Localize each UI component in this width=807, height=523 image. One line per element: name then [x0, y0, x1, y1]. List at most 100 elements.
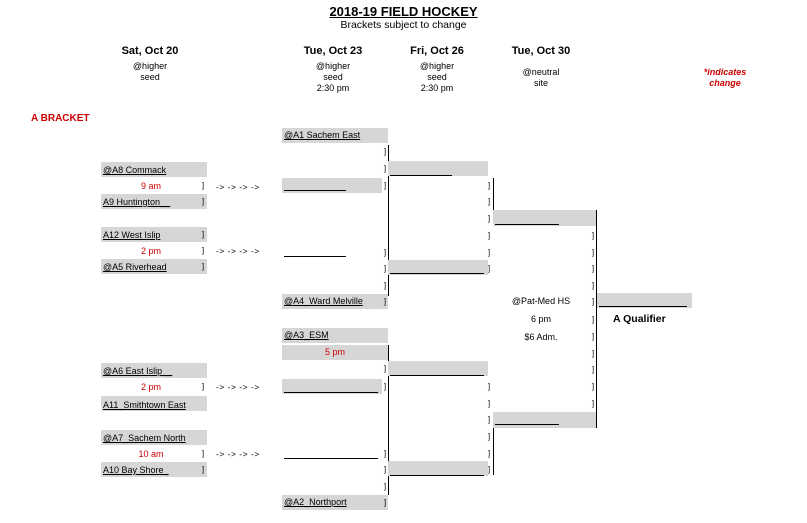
- r2-mark-2: ]: [383, 164, 387, 173]
- bye-a3-cell: [282, 328, 388, 343]
- page-title: 2018-19 FIELD HOCKEY: [329, 4, 478, 19]
- spacer: [282, 145, 382, 160]
- bye-a3-time: 5 pm: [324, 347, 345, 357]
- bye-a4-cell: [282, 294, 388, 309]
- match4-top-cell: [101, 430, 207, 445]
- r3-mark-2: ]: [487, 197, 491, 206]
- round2-note-1: @higher: [315, 61, 351, 71]
- r2-mark-3: ]: [383, 181, 387, 190]
- r2-mark-13: ]: [383, 498, 387, 507]
- bye-a2-team: @A2_Northport: [284, 497, 347, 507]
- bye-a1-cell: [282, 128, 388, 143]
- r3-mark-8: ]: [487, 399, 491, 408]
- bye-a3-time-cell: [282, 345, 388, 360]
- qualifier-slot: [597, 293, 692, 308]
- match3-top-cell: [101, 363, 207, 378]
- final-mark-1: ]: [591, 231, 595, 240]
- bye-a4-team: @A4_Ward Melville: [284, 296, 363, 306]
- match2-bottom-cell: [101, 259, 207, 274]
- match3-winner-cell: [282, 379, 382, 394]
- r3-slot-1: [388, 161, 488, 176]
- match3-bottom-cell: [101, 396, 207, 411]
- r2-mark-12: ]: [383, 482, 387, 491]
- date-header-round2: Tue, Oct 23: [303, 45, 363, 57]
- match1-arrow: -> -> -> ->: [216, 182, 260, 192]
- match2-bracket-mark-2: ]: [201, 246, 205, 255]
- r3-slot-4: [388, 461, 488, 476]
- match3-time: 2 pm: [140, 382, 161, 392]
- round2-note-3: 2:30 pm: [316, 83, 350, 93]
- round2-note-2: seed: [323, 72, 343, 82]
- r3-slot-2: [388, 260, 488, 275]
- match1-bracket-mark-2: ]: [201, 197, 205, 206]
- final-note-1: @neutral: [522, 67, 560, 77]
- final-mark-11: ]: [591, 399, 595, 408]
- final-time: 6 pm: [530, 314, 551, 324]
- match2-winner-line: [284, 256, 346, 257]
- final-note-2: site: [533, 78, 548, 88]
- final-connector: [596, 210, 597, 428]
- date-header-final: Tue, Oct 30: [511, 45, 571, 57]
- match3-time-cell: [101, 379, 207, 394]
- qualifier-label: A Qualifier: [613, 313, 666, 325]
- final-mark-5: ]: [591, 297, 595, 306]
- r2-mark-6: ]: [383, 281, 387, 290]
- match2-top-cell: [101, 227, 207, 242]
- r2-mark-10: ]: [383, 449, 387, 458]
- match4-time-cell: [101, 446, 207, 461]
- r3-mark-9: ]: [487, 415, 491, 424]
- r2-connector-bottom: [388, 345, 389, 495]
- match1-bracket-mark: ]: [201, 181, 205, 190]
- match3-arrow: -> -> -> ->: [216, 382, 260, 392]
- final-mark-4: ]: [591, 281, 595, 290]
- date-header-round3: Fri, Oct 26: [410, 45, 464, 57]
- match1-time: 9 am: [140, 181, 161, 191]
- match4-bottom-team: A10 Bay Shore_: [103, 465, 169, 475]
- match2-time-cell: [101, 243, 207, 258]
- r2-mark-7: ]: [383, 297, 387, 306]
- final-top-line: [495, 224, 559, 225]
- round1-note-1: @higher: [132, 61, 168, 71]
- match4-bracket-mark: ]: [201, 449, 205, 458]
- r3-slot-1-line: [390, 175, 452, 176]
- r3-slot-2-line: [390, 273, 484, 274]
- r2-mark-5: ]: [383, 264, 387, 273]
- match2-arrow: -> -> -> ->: [216, 246, 260, 256]
- final-mark-2: ]: [591, 248, 595, 257]
- match2-bracket-mark: ]: [201, 230, 205, 239]
- bye-a3-team: @A3_ESM: [284, 330, 329, 340]
- r3-mark-12: ]: [487, 465, 491, 474]
- match1-time-cell: [101, 179, 207, 194]
- bye-a1-team: @A1 Sachem East: [284, 130, 361, 140]
- change-note-1: *indicates: [703, 67, 747, 77]
- r3-mark-5: ]: [487, 248, 491, 257]
- match2-bracket-mark-3: ]: [201, 262, 205, 271]
- final-mark-8: ]: [591, 349, 595, 358]
- match1-top-team: @A8 Commack: [103, 165, 167, 175]
- r3-mark-6: ]: [487, 264, 491, 273]
- final-mark-9: ]: [591, 365, 595, 374]
- date-header-round1: Sat, Oct 20: [121, 45, 179, 57]
- match4-winner-line: [284, 458, 378, 459]
- final-mark-7: ]: [591, 332, 595, 341]
- match1-winner-line: [284, 190, 346, 191]
- r3-mark-10: ]: [487, 432, 491, 441]
- change-note-2: change: [709, 78, 741, 88]
- match3-winner-line: [284, 392, 378, 393]
- final-site: @Pat-Med HS: [511, 296, 571, 306]
- final-box-inner: [493, 226, 597, 412]
- match3-bottom-team: A11_Smithtown East: [103, 400, 186, 410]
- match4-bottom-cell: [101, 462, 207, 477]
- page-subtitle: Brackets subject to change: [340, 19, 467, 31]
- match4-bracket-mark-2: ]: [201, 465, 205, 474]
- match4-time: 10 am: [138, 449, 164, 459]
- r3-mark-7: ]: [487, 382, 491, 391]
- round1-note-2: seed: [140, 72, 160, 82]
- final-mark-6: ]: [591, 315, 595, 324]
- qualifier-line: [599, 306, 687, 307]
- round3-note-3: 2:30 pm: [420, 83, 454, 93]
- match2-top-team: A12 West Islip: [103, 230, 161, 240]
- match1-bottom-team: A9 Huntington__: [103, 197, 171, 207]
- r3-mark-1: ]: [487, 181, 491, 190]
- match4-top-team: @A7_Sachem North: [103, 433, 186, 443]
